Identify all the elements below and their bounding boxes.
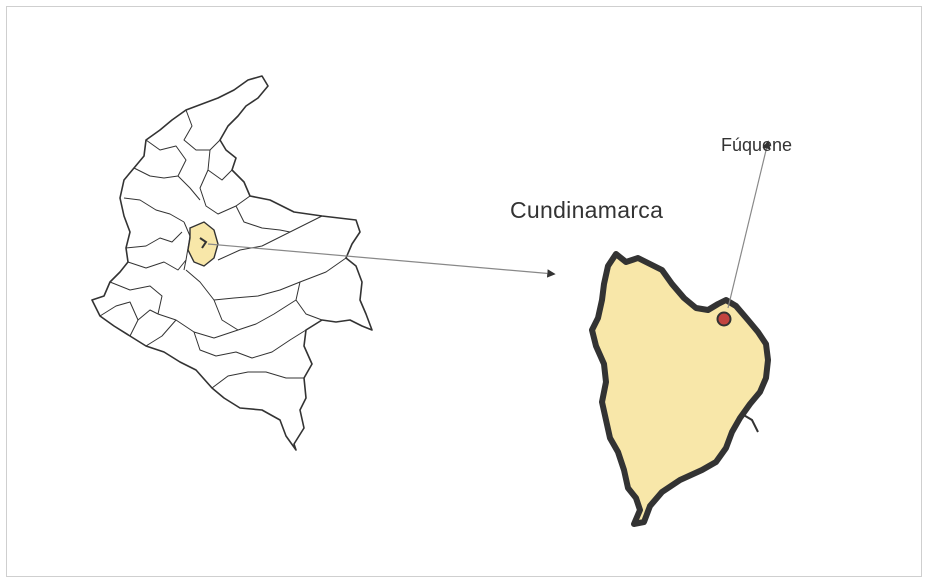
region-label: Cundinamarca <box>510 197 664 223</box>
colombia-map <box>91 75 373 451</box>
cundinamarca-highlight <box>187 221 219 267</box>
lake-label: Fúquene <box>721 135 793 155</box>
fuquene-marker <box>716 311 732 327</box>
cundinamarca-enlarged <box>589 251 771 527</box>
department-borders <box>99 109 347 389</box>
colombia-outline <box>91 75 373 451</box>
fuquene-arrow <box>727 140 771 309</box>
pointer-arrow <box>207 243 556 278</box>
